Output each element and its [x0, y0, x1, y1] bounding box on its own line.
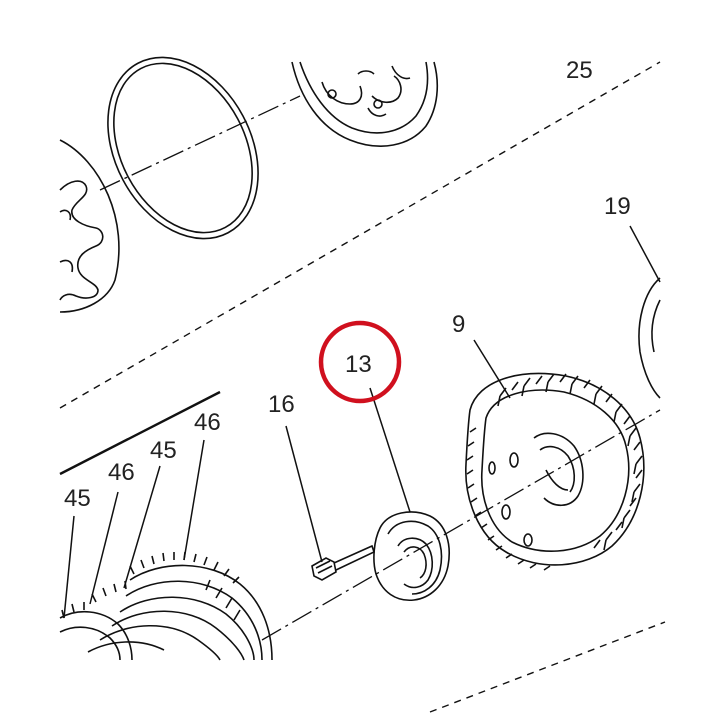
leader-45-mid [123, 465, 161, 589]
callout-13: 13 [345, 351, 372, 378]
leader-19 [629, 225, 661, 283]
part-o-ring [107, 56, 259, 240]
callout-46-mid: 46 [108, 459, 135, 486]
axis-upper [99, 95, 301, 191]
highlight-circle [318, 320, 402, 404]
part-hub [291, 61, 439, 147]
leader-lines [63, 225, 661, 619]
leader-16 [285, 425, 323, 563]
axis-lower [261, 409, 661, 641]
drum-splines [466, 373, 643, 571]
axis-lines [99, 95, 661, 641]
callout-25: 25 [566, 57, 593, 84]
part-clutch-disc-stack [59, 390, 273, 661]
callout-45-mid: 45 [150, 437, 177, 464]
part-clutch-drum [465, 372, 645, 571]
callout-9: 9 [452, 311, 465, 338]
upper-boundary-line [59, 61, 661, 409]
part-ring-19 [638, 277, 661, 399]
leader-9 [473, 339, 511, 399]
stack-bracket-line [59, 390, 221, 476]
part-13-seal [373, 511, 450, 601]
part-16-bolt [311, 544, 375, 581]
part-lobed-plate [59, 139, 120, 313]
leader-13 [369, 387, 411, 513]
lower-boundary-line [429, 621, 666, 713]
callout-16: 16 [268, 391, 295, 418]
callout-46-top: 46 [194, 409, 221, 436]
callout-labels: 25 19 9 13 16 46 45 46 45 [64, 57, 631, 512]
callout-45-left: 45 [64, 485, 91, 512]
leader-46-top [183, 439, 205, 561]
leader-46-mid [89, 491, 119, 605]
callout-19: 19 [604, 193, 631, 220]
leader-45-left [63, 515, 75, 619]
section-boundaries [59, 61, 666, 713]
